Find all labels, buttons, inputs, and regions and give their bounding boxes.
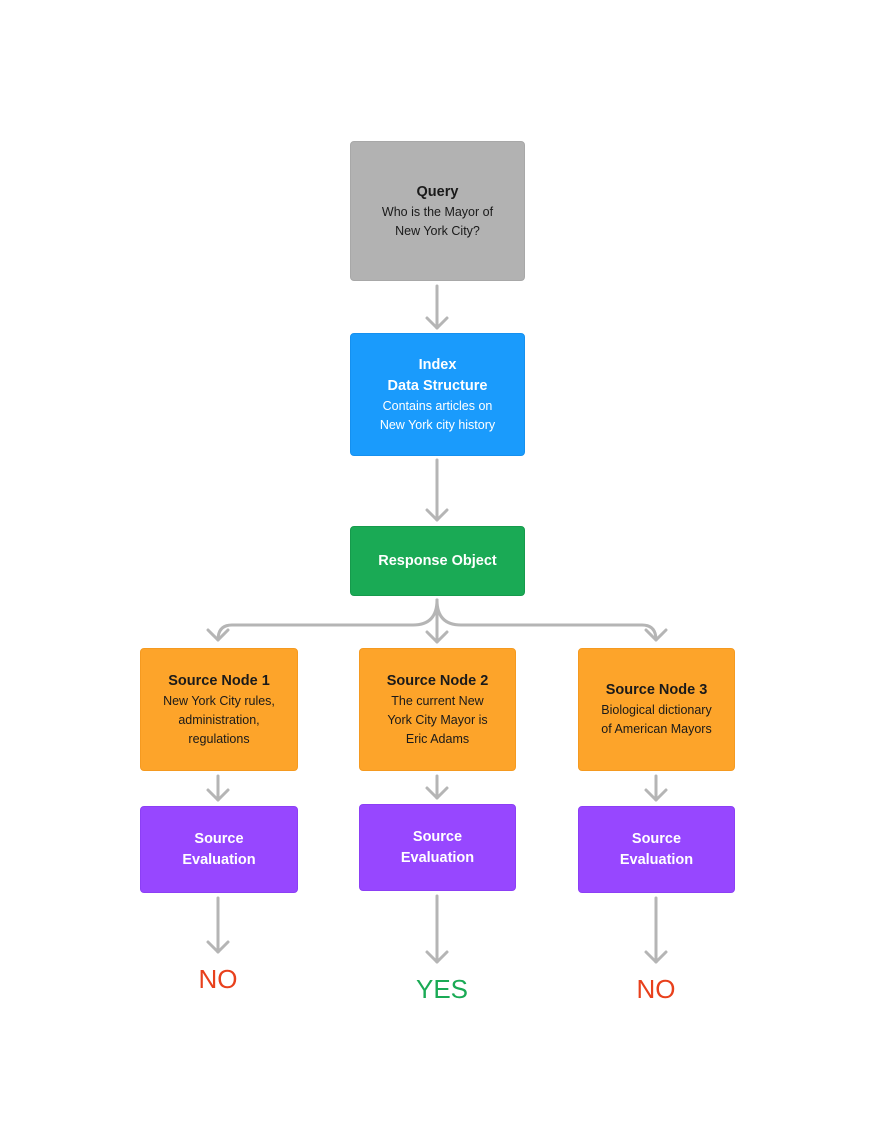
arrow-evaluation-2-to-result [425, 894, 449, 964]
source-evaluation-1: Source Evaluation [140, 806, 298, 893]
source-node-3-line-2: of American Mayors [601, 722, 712, 736]
source-node-1-line-3: regulations [188, 731, 250, 746]
source-node-1-line-1: New York City rules, [163, 693, 275, 708]
arrow-source-1-to-evaluation [206, 774, 230, 802]
source-node-2-line-2: York City Mayor is [387, 712, 488, 727]
arrow-query-to-index [425, 284, 449, 330]
source-node-2: Source Node 2 The current New York City … [359, 648, 516, 771]
source-evaluation-2: Source Evaluation [359, 804, 516, 891]
source-node-3-title: Source Node 3 [605, 682, 708, 698]
arrow-response-to-source-3 [435, 598, 668, 642]
result-yes: YES [415, 974, 469, 1004]
arrow-evaluation-1-to-result [206, 896, 230, 954]
query-node: Query Who is the Mayor of New York City? [350, 141, 525, 281]
arrow-response-to-source-1 [206, 598, 439, 642]
evaluation-1-line-1: Source [194, 830, 244, 847]
source-node-2-line-1: The current New [391, 693, 484, 708]
arrow-source-3-to-evaluation [644, 774, 668, 802]
result-no-2: NO [636, 974, 676, 1004]
evaluation-2-line-2: Evaluation [400, 849, 475, 866]
query-title: Query [416, 183, 459, 200]
index-desc-line-1: Contains articles on [382, 398, 493, 413]
index-node: Index Data Structure Contains articles o… [350, 333, 525, 456]
result-no-1: NO [198, 964, 238, 994]
index-desc-line-2: New York city history [379, 417, 496, 432]
evaluation-3-line-1: Source [631, 830, 682, 847]
arrow-evaluation-3-to-result [644, 896, 668, 964]
source-node-2-line-3: Eric Adams [405, 731, 470, 746]
source-node-3: Source Node 3 Biological dictionary of A… [578, 648, 735, 771]
index-title-line-2: Data Structure [387, 377, 488, 394]
query-text-line-2: New York City? [395, 223, 480, 238]
evaluation-1-line-2: Evaluation [182, 851, 256, 868]
source-node-1-line-2: administration, [178, 712, 260, 727]
source-node-1-title: Source Node 1 [168, 672, 270, 689]
query-text-line-1: Who is the Mayor of [381, 204, 494, 219]
index-title-line-1: Index [418, 356, 457, 373]
arrow-source-2-to-evaluation [425, 774, 449, 800]
response-title: Response Object [378, 552, 497, 569]
source-node-1: Source Node 1 New York City rules, admin… [140, 648, 298, 771]
response-object-node: Response Object [350, 526, 525, 596]
source-evaluation-3: Source Evaluation [578, 806, 735, 893]
source-node-3-line-1: Biological dictionary [601, 703, 712, 717]
arrow-index-to-response [425, 458, 449, 522]
evaluation-2-line-1: Source [412, 828, 463, 845]
source-node-2-title: Source Node 2 [386, 672, 489, 689]
evaluation-3-line-2: Evaluation [619, 851, 694, 868]
